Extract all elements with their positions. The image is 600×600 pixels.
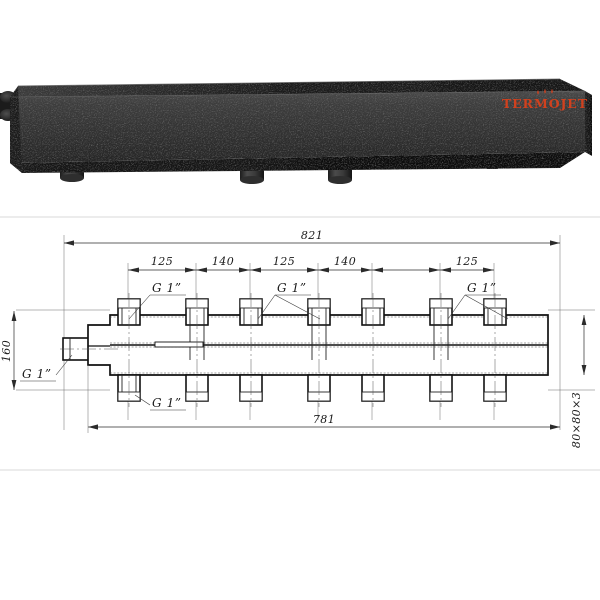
dim-80x80x3: 80×80×3	[570, 392, 583, 448]
dimension-profile: 80×80×3	[570, 315, 587, 448]
flame-marks-icon	[537, 89, 553, 95]
thread-label-text: G 1”	[22, 367, 52, 381]
dimension-height: 160	[0, 311, 17, 390]
thread-label-left: G 1”	[20, 354, 73, 382]
dimension-lower-length: 781	[88, 413, 560, 430]
dim-segment-1: 125	[151, 255, 173, 268]
thread-label-text: G 1”	[152, 281, 182, 295]
body-edge-highlight	[9, 90, 586, 98]
thread-label-2: G 1”	[257, 281, 321, 320]
brand-logo: TERMOJET	[502, 89, 588, 111]
technical-drawing-svg: 821 125 140 125 14	[0, 216, 600, 471]
thread-label-bottom: G 1”	[134, 394, 186, 411]
thread-label-3: G 1”	[447, 281, 509, 320]
product-photo: TERMOJET	[0, 55, 600, 190]
thread-label-text: G 1”	[467, 281, 497, 295]
thread-label-text: G 1”	[152, 396, 182, 410]
manifold-section-body	[60, 293, 549, 407]
body-edge-highlight	[17, 78, 561, 87]
center-cross-marker	[154, 341, 204, 348]
thread-label-text: G 1”	[277, 281, 307, 295]
dim-160: 160	[0, 340, 13, 362]
thread-label-1: G 1”	[128, 281, 186, 320]
dim-segment-5: 125	[456, 255, 478, 268]
technical-drawing: 821 125 140 125 14	[0, 215, 600, 480]
dim-segment-2: 140	[212, 255, 234, 268]
product-photo-svg: TERMOJET	[0, 78, 592, 184]
dim-821: 821	[301, 229, 323, 242]
brand-logo-text: TERMOJET	[502, 96, 588, 111]
dimension-overall-length: 821	[64, 229, 560, 246]
dim-segment-4: 140	[334, 255, 356, 268]
dim-781: 781	[313, 413, 335, 426]
thread-label-group-top: G 1” G 1” G 1”	[128, 281, 509, 320]
dim-segment-3: 125	[273, 255, 295, 268]
manifold-body	[10, 79, 592, 173]
dimension-segments: 125 140 125 140 125	[128, 255, 494, 273]
